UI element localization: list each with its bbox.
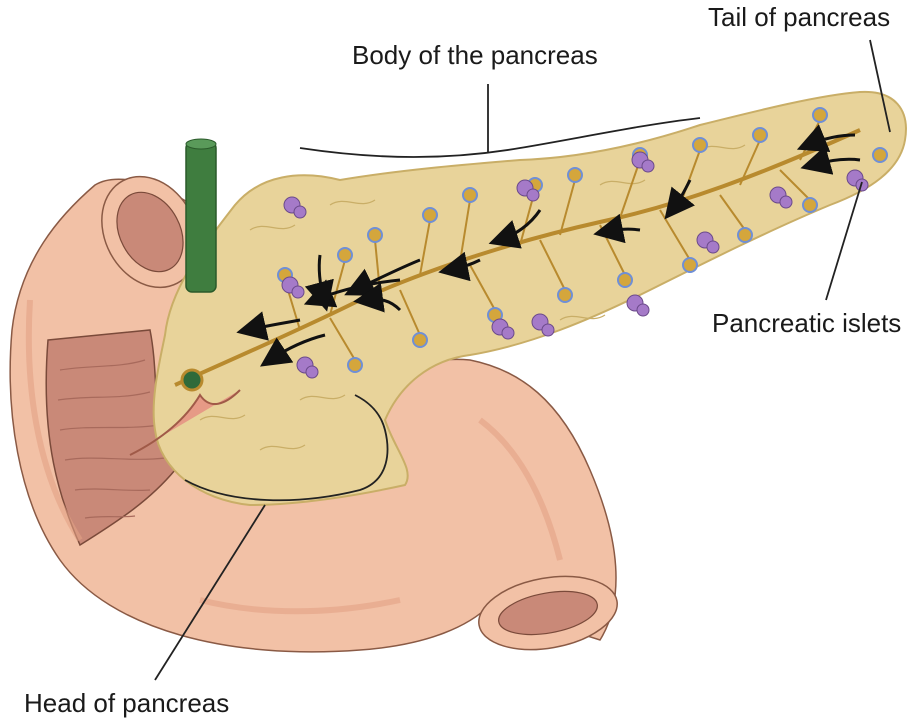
vessel bbox=[185, 141, 217, 293]
label-tail-of-pancreas: Tail of pancreas bbox=[708, 2, 891, 32]
tail-leader bbox=[869, 39, 891, 133]
label-head-of-pancreas: Head of pancreas bbox=[24, 688, 230, 718]
duodenum-mucosa-folds bbox=[57, 359, 166, 519]
flow-arrows bbox=[236, 124, 861, 367]
label-body-of-pancreas: Body of the pancreas bbox=[352, 40, 598, 70]
duodenum-shading bbox=[25, 299, 563, 615]
pancreas-texture bbox=[199, 144, 746, 451]
duodenum-lower-lumen bbox=[498, 590, 598, 636]
duodenum bbox=[9, 175, 618, 653]
pancreas-outline bbox=[152, 90, 907, 507]
label-pancreatic-islets: Pancreatic islets bbox=[712, 308, 902, 338]
pancreas bbox=[129, 90, 907, 507]
duodenum-upper-lumen bbox=[116, 191, 184, 273]
islets bbox=[281, 151, 869, 379]
ampulla bbox=[129, 389, 241, 456]
vessel-top bbox=[185, 138, 217, 150]
head-leader bbox=[154, 504, 266, 681]
head-bracket bbox=[184, 394, 389, 502]
islets-leader bbox=[825, 181, 863, 301]
bile-duct-opening bbox=[180, 368, 204, 392]
body-bracket bbox=[299, 117, 701, 158]
